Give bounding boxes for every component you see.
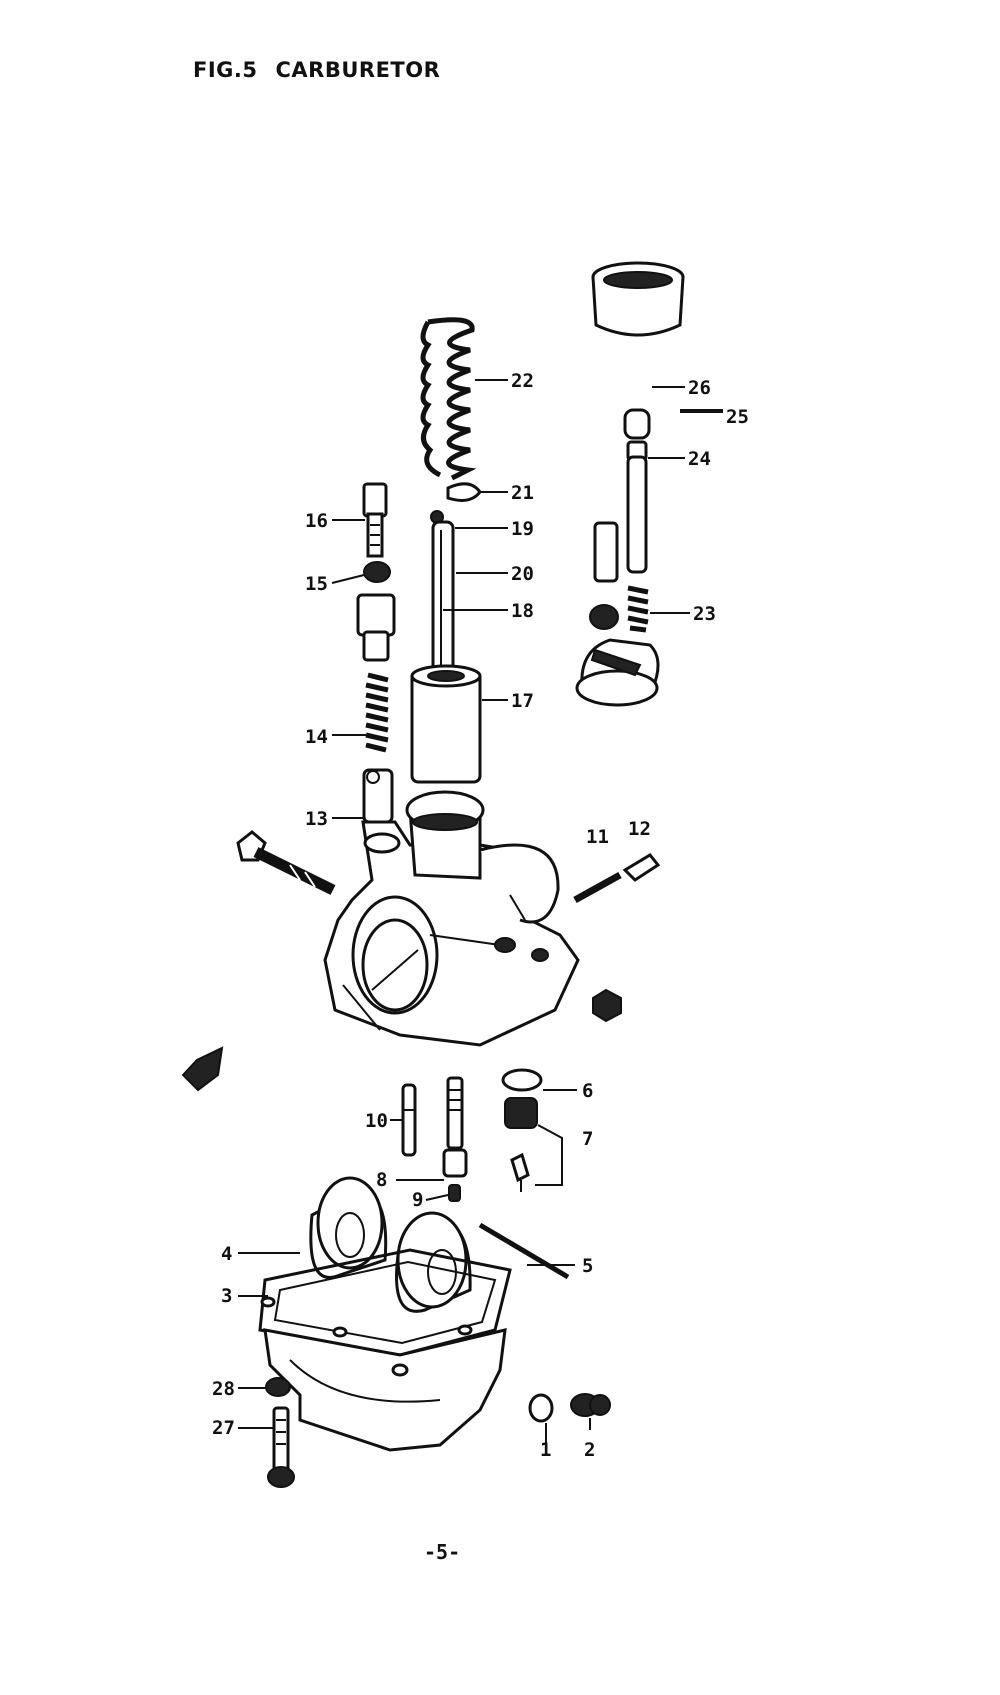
o-ring <box>501 1068 543 1092</box>
callout-17: 17 <box>511 690 534 712</box>
callout-3: 3 <box>221 1285 232 1307</box>
carburetor-body <box>323 790 580 1047</box>
drain-plug <box>570 1393 611 1417</box>
callout-19: 19 <box>511 518 534 540</box>
pilot-jet <box>401 1083 417 1157</box>
callout-4: 4 <box>221 1243 232 1265</box>
figure-number: FIG.5 <box>193 58 258 82</box>
mounting-bolt <box>236 830 336 895</box>
float-pin <box>478 1222 570 1280</box>
callout-6: 6 <box>582 1080 593 1102</box>
float <box>309 1176 472 1313</box>
drain-nut <box>592 988 622 1023</box>
needle-valve-tip <box>448 1184 461 1202</box>
figure-title: FIG.5 CARBURETOR <box>193 58 440 82</box>
throttle-spring <box>420 317 477 481</box>
float-chamber-screw <box>267 1406 295 1488</box>
callout-28: 28 <box>212 1378 235 1400</box>
callout-2: 2 <box>584 1439 595 1461</box>
callout-8: 8 <box>376 1169 387 1191</box>
needle-valve <box>442 1076 468 1178</box>
callout-10: 10 <box>365 1110 388 1132</box>
callout-1: 1 <box>540 1439 551 1461</box>
callout-20: 20 <box>511 563 534 585</box>
idle-screw <box>622 853 661 882</box>
starter-plunger <box>362 768 394 824</box>
callout-27: 27 <box>212 1417 235 1439</box>
callout-13: 13 <box>305 808 328 830</box>
callout-14: 14 <box>305 726 328 748</box>
jet-needle <box>431 520 455 674</box>
callout-12: 12 <box>628 818 651 840</box>
callout-5: 5 <box>582 1255 593 1277</box>
callout-7: 7 <box>582 1128 593 1150</box>
needle-clip <box>446 482 482 502</box>
part-callouts: 22 21 19 20 18 17 16 15 14 13 26 25 24 2… <box>212 370 749 1461</box>
callout-18: 18 <box>511 600 534 622</box>
starter-spring <box>365 672 389 753</box>
page-number: -5- <box>424 1540 461 1564</box>
cable-adjuster-fitting <box>356 593 396 662</box>
callout-15: 15 <box>305 573 328 595</box>
callout-9: 9 <box>412 1189 423 1211</box>
callout-22: 22 <box>511 370 534 392</box>
callout-16: 16 <box>305 510 328 532</box>
callout-23: 23 <box>693 603 716 625</box>
adjuster-screw <box>362 482 388 558</box>
float-chamber <box>260 1296 507 1452</box>
idle-spring <box>573 871 622 904</box>
figure-caption: CARBURETOR <box>275 58 441 82</box>
main-jet-assembly <box>504 1097 538 1192</box>
carburetor-top-cap <box>591 261 685 337</box>
callout-11: 11 <box>586 826 609 848</box>
plug-gasket <box>528 1393 554 1423</box>
throttle-valve <box>410 664 482 784</box>
float-chamber-gasket <box>258 1248 512 1357</box>
starter-cover-assembly <box>575 408 723 707</box>
washer <box>265 1377 291 1397</box>
callout-26: 26 <box>688 377 711 399</box>
callout-24: 24 <box>688 448 711 470</box>
callout-25: 25 <box>726 406 749 428</box>
front-direction-arrow <box>181 1046 224 1092</box>
lock-nut <box>363 561 391 583</box>
callout-21: 21 <box>511 482 534 504</box>
